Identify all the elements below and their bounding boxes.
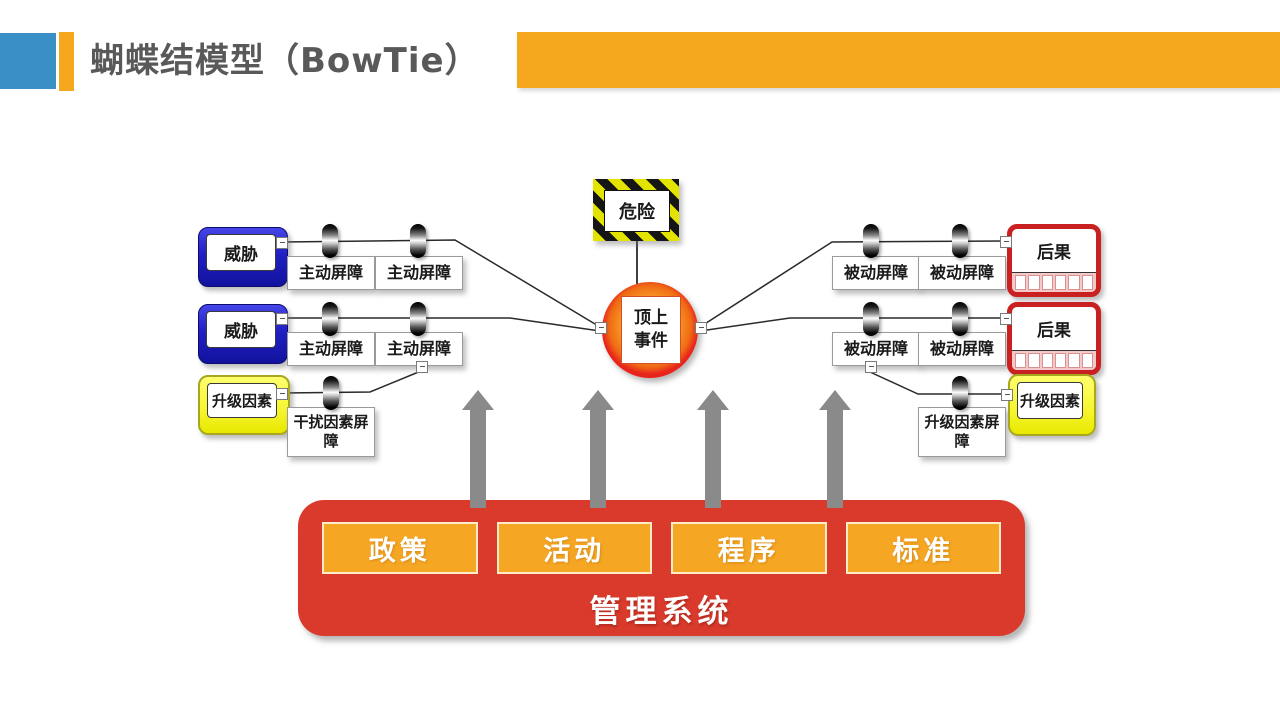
escalation-factor-left-label: 升级因素 [207,383,277,418]
escalation-barrier-right-label: 升级因素屏障 [918,407,1006,457]
management-system-label: 管理系统 [589,594,734,630]
threat-box-2: 威胁 [198,304,288,364]
escalation-factor-left-box: 升级因素 [198,375,290,435]
top-event-circle: 顶上 事件 [602,282,698,378]
connector-handle-icon [595,322,607,334]
connector-handle-icon [1000,236,1012,248]
top-event-line1: 顶上 [634,308,668,329]
interference-barrier-label: 干扰因素屏障 [287,407,375,457]
consequence-strip [1012,272,1096,292]
consequence-strip-cell [1028,353,1040,368]
barrier-cylinder-icon [322,224,338,258]
consequence-strip [1012,350,1096,370]
consequence-strip-cell [1054,353,1067,368]
header-accent-bar [59,32,74,91]
management-system-box: 政策 活动 程序 标准 管理系统 [298,500,1025,636]
consequence-strip-cell [1068,353,1080,368]
connector-handle-icon [695,322,707,334]
up-arrow-icon [462,390,494,508]
consequence-box-1: 后果 [1007,224,1101,297]
passive-barrier-label-4: 被动屏障 [918,332,1006,366]
top-event-line2: 事件 [634,331,668,351]
consequence-strip-cell [1041,275,1053,290]
active-barrier-label-3: 主动屏障 [287,332,375,366]
barrier-cylinder-icon [863,224,879,258]
header-blue-square [0,33,56,89]
escalation-factor-right-box: 升级因素 [1008,374,1096,436]
consequence-strip-cell [1015,275,1027,290]
standard-button: 标准 [845,522,1001,574]
consequence-strip-cell [1068,275,1080,290]
hazard-label: 危险 [604,190,670,232]
threat-box-1: 威胁 [198,227,288,287]
consequence-label-2: 后果 [1037,321,1071,341]
procedure-button: 程序 [671,522,827,574]
consequence-box-2: 后果 [1007,302,1101,375]
active-barrier-label-1: 主动屏障 [287,256,375,290]
threat-label-1: 威胁 [206,234,276,271]
activity-button: 活动 [496,522,652,574]
barrier-cylinder-icon [952,224,968,258]
up-arrow-icon [819,390,851,508]
connector-handle-icon [416,361,428,373]
active-barrier-label-2: 主动屏障 [375,256,463,290]
consequence-strip-cell [1081,353,1093,368]
connector-handle-icon [276,388,288,400]
connector-handle-icon [1000,313,1012,325]
up-arrow-icon [697,390,729,508]
barrier-cylinder-icon [410,302,426,336]
barrier-cylinder-icon [410,224,426,258]
top-event-label: 顶上 事件 [621,296,681,364]
consequence-strip-cell [1041,353,1053,368]
escalation-factor-right-label: 升级因素 [1017,382,1083,419]
threat-label-2: 威胁 [206,311,276,348]
barrier-cylinder-icon [863,302,879,336]
consequence-strip-cell [1015,353,1027,368]
passive-barrier-label-1: 被动屏障 [832,256,920,290]
management-button-row: 政策 活动 程序 标准 [322,522,1001,574]
up-arrow-icon [582,390,614,508]
consequence-strip-cell [1028,275,1040,290]
barrier-cylinder-icon [323,376,339,410]
connector-handle-icon [1001,389,1013,401]
consequence-label-1: 后果 [1037,243,1071,263]
page-title: 蝴蝶结模型（BowTie） [90,41,480,81]
hazard-box: 危险 [593,179,679,241]
barrier-cylinder-icon [952,376,968,410]
passive-barrier-label-3: 被动屏障 [832,332,920,366]
connector-handle-icon [276,313,288,325]
policy-button: 政策 [322,522,478,574]
connector-handle-icon [865,361,877,373]
passive-barrier-label-2: 被动屏障 [918,256,1006,290]
consequence-strip-cell [1081,275,1093,290]
consequence-strip-cell [1054,275,1067,290]
connector-handle-icon [276,237,288,249]
barrier-cylinder-icon [952,302,968,336]
barrier-cylinder-icon [322,302,338,336]
header-orange-bar [517,32,1280,88]
